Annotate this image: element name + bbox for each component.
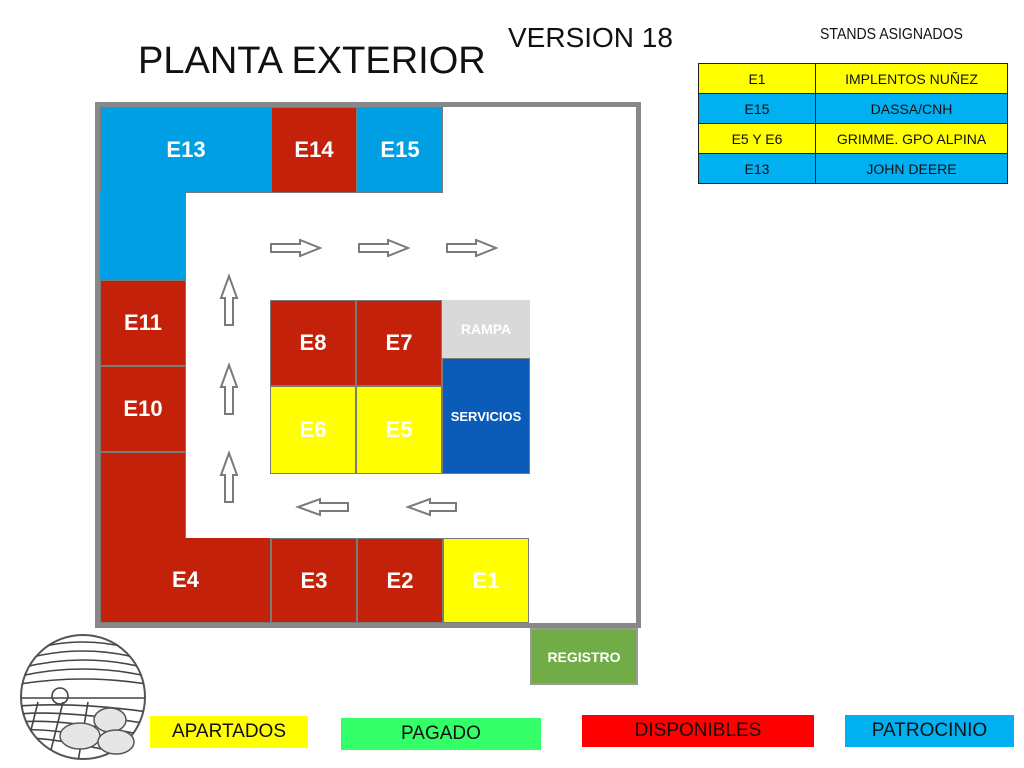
table-cell-stand: E5 Y E6 xyxy=(698,123,816,154)
version-label: VERSION 18 xyxy=(508,22,673,53)
stand-e3[interactable]: E3 xyxy=(271,538,357,623)
stand-e5[interactable]: E5 xyxy=(356,386,442,474)
legend-patrocinio: PATROCINIO xyxy=(845,715,1014,747)
stand-e14[interactable]: E14 xyxy=(271,107,357,193)
assigned-stands-table: E1 IMPLENTOS NUÑEZ E15 DASSA/CNH E5 Y E6… xyxy=(698,63,1008,184)
stand-e7[interactable]: E7 xyxy=(356,300,442,386)
stand-e11[interactable]: E11 xyxy=(100,280,186,366)
stand-e3-label: E3 xyxy=(300,567,328,593)
table-cell-stand: E15 xyxy=(698,93,816,124)
table-cell-name: IMPLENTOS NUÑEZ xyxy=(815,63,1008,94)
registro-label: REGISTRO xyxy=(547,648,621,665)
stand-e10[interactable]: E10 xyxy=(100,366,186,452)
farm-field-logo-icon xyxy=(20,634,146,760)
stand-e4-label: E4 xyxy=(172,567,199,592)
table-cell-stand: E1 xyxy=(698,63,816,94)
stand-e4[interactable]: E4 xyxy=(100,538,271,623)
table-cell-name: GRIMME. GPO ALPINA xyxy=(815,123,1008,154)
rampa-area: RAMPA xyxy=(442,300,530,358)
legend-disponibles-label: DISPONIBLES xyxy=(634,720,762,741)
stand-e13-extension xyxy=(100,192,186,280)
legend-patrocinio-label: PATROCINIO xyxy=(871,720,988,741)
legend-pagado: PAGADO xyxy=(341,718,541,750)
legend-apartados-label: APARTADOS xyxy=(171,721,287,742)
page-title: PLANTA EXTERIOR xyxy=(138,40,486,82)
stand-e8-label: E8 xyxy=(299,330,327,355)
legend-disponibles: DISPONIBLES xyxy=(582,715,814,747)
stand-e2[interactable]: E2 xyxy=(357,538,443,623)
stand-e14-label: E14 xyxy=(294,137,334,162)
stand-e15[interactable]: E15 xyxy=(357,107,443,193)
stand-e8[interactable]: E8 xyxy=(270,300,356,386)
servicios-area: SERVICIOS xyxy=(442,358,530,474)
table-cell-stand: E13 xyxy=(698,153,816,184)
registro-area: REGISTRO xyxy=(530,628,638,685)
stand-e6[interactable]: E6 xyxy=(270,386,356,474)
stand-e1-label: E1 xyxy=(472,567,500,593)
legend-pagado-label: PAGADO xyxy=(401,723,481,744)
stand-e15-label: E15 xyxy=(380,137,420,162)
stand-e5-label: E5 xyxy=(385,417,413,442)
table-row: E13 JOHN DEERE xyxy=(698,153,1008,184)
table-row: E15 DASSA/CNH xyxy=(698,93,1008,124)
stand-e13-label: E13 xyxy=(166,137,206,162)
stand-e4-extension xyxy=(100,452,186,540)
stand-e7-label: E7 xyxy=(385,330,413,355)
stand-e13[interactable]: E13 xyxy=(100,107,271,193)
table-row: E1 IMPLENTOS NUÑEZ xyxy=(698,63,1008,94)
servicios-label: SERVICIOS xyxy=(450,408,522,424)
stand-e1[interactable]: E1 xyxy=(443,538,529,623)
table-row: E5 Y E6 GRIMME. GPO ALPINA xyxy=(698,123,1008,154)
stand-e2-label: E2 xyxy=(386,567,414,593)
stand-e6-label: E6 xyxy=(299,417,327,442)
stand-e10-label: E10 xyxy=(123,396,163,421)
assigned-stands-title: STANDS ASIGNADOS xyxy=(820,26,963,43)
stand-e11-label: E11 xyxy=(124,310,162,335)
rampa-label: RAMPA xyxy=(460,321,512,337)
table-cell-name: DASSA/CNH xyxy=(815,93,1008,124)
table-cell-name: JOHN DEERE xyxy=(815,153,1008,184)
legend-apartados: APARTADOS xyxy=(150,716,308,748)
